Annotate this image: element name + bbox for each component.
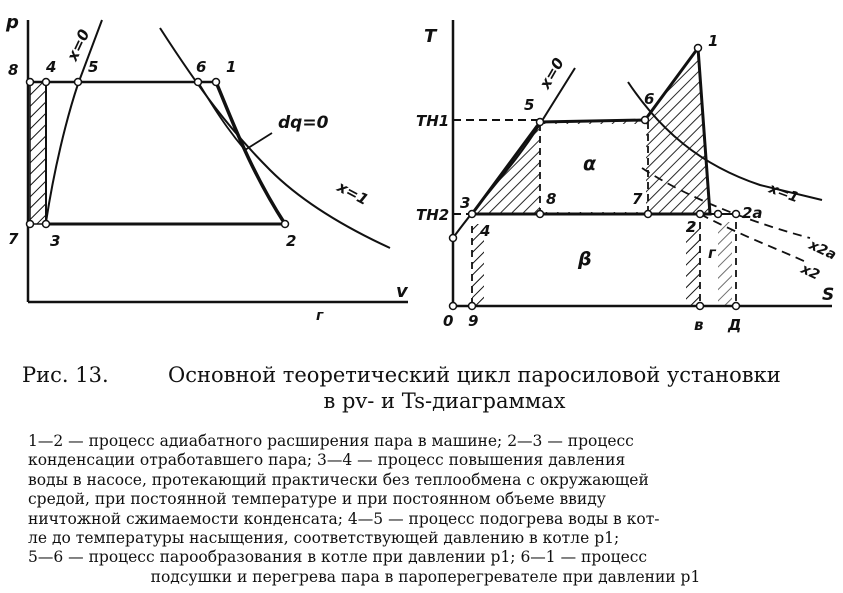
ts-area-alpha-label: α	[583, 153, 597, 175]
ts-curve-x2	[699, 213, 807, 263]
ts-point-9: 9	[468, 312, 478, 330]
legend-line: подсушки и перегрева пара в пароперегрев…	[150, 567, 701, 586]
figure-legend-text: 1—2 — процесс адиабатного расширения пар…	[28, 432, 823, 587]
ts-point-2a: 2a	[742, 204, 763, 222]
ts-level-TH2: TH2	[416, 206, 449, 224]
pv-adiabat-label: dq=0	[278, 113, 329, 133]
ts-point-3: 3	[460, 194, 470, 212]
ts-point-D: Д	[727, 316, 741, 334]
ts-point-1: 1	[708, 32, 718, 50]
ts-point-5: 5	[524, 96, 534, 114]
pv-point-2: 2	[286, 232, 296, 250]
ts-point-v: в	[694, 316, 704, 334]
pv-p-axis-label: p	[5, 12, 19, 33]
pv-curve-x0	[45, 19, 103, 223]
ts-T-axis-label: T	[424, 26, 438, 47]
ts-cycle	[470, 43, 712, 216]
ts-x2a-label: x2a	[805, 237, 838, 264]
ts-point-7: 7	[632, 190, 643, 208]
ts-loss-strip	[718, 222, 732, 306]
pv-point-8: 8	[8, 61, 18, 79]
pv-point-4: 4	[45, 58, 56, 76]
pv-point-7: 7	[8, 230, 19, 248]
legend-line: 5—6 — процесс парообразования в котле пр…	[28, 548, 648, 567]
pv-point-3: 3	[50, 232, 60, 250]
ts-curve-x0	[452, 67, 576, 239]
legend-line: 1—2 — процесс адиабатного расширения пар…	[28, 432, 634, 450]
ts-point-2: 2	[686, 218, 696, 236]
pv-x1-label: x=1	[333, 177, 371, 209]
pv-point-6: 6	[196, 58, 206, 76]
legend-line: средой, при постоянной температуре и при…	[28, 490, 606, 509]
ts-beta-right	[686, 222, 700, 306]
ts-alpha-clear	[540, 124, 646, 212]
ts-diagram: T S x=0 x=1 x2a x2 TH1 TH2 α β	[416, 20, 839, 334]
figure-title-line2: в pv- и Ts-диаграммах	[323, 389, 566, 413]
pv-v-axis-label: v	[396, 281, 409, 302]
figure-caption: Рис. 13. Основной теоретический цикл паро…	[22, 362, 827, 414]
pv-point-1: 1	[226, 58, 236, 76]
pv-adiabat	[197, 81, 273, 152]
pv-expansion-1-2	[214, 81, 287, 225]
legend-line: конденсации отработавшего пара; 3—4 — пр…	[28, 451, 626, 470]
ts-x2-label: x2	[797, 261, 822, 284]
ts-curve-x2a	[641, 167, 811, 239]
ts-level-TH1: TH1	[416, 112, 449, 130]
ts-point-4: 4	[479, 222, 490, 240]
figure-label: Рис. 13.	[22, 363, 109, 387]
legend-line: ле до температуры насыщения, соответству…	[28, 529, 620, 548]
ts-point-g: г	[708, 244, 717, 262]
pv-curve-x1	[159, 27, 391, 249]
ts-x1-label: x=1	[766, 180, 801, 206]
cycle-diagrams: p v г dq=0 x=0 x=1 8 4 5 6 1 7 3 2	[5, 12, 839, 334]
ts-area-beta-label: β	[577, 248, 592, 270]
pv-diagram: p v г dq=0 x=0 x=1 8 4 5 6 1 7 3 2	[5, 12, 409, 324]
pv-pump-work-area	[29, 81, 47, 225]
pv-point-5: 5	[88, 58, 98, 76]
legend-line: воды в насосе, протекающий практически б…	[28, 470, 649, 489]
pv-bottom-mark: г	[316, 308, 324, 324]
ts-curve-x1	[627, 81, 823, 201]
ts-point-6: 6	[644, 90, 654, 108]
ts-beta-left	[472, 224, 484, 306]
legend-line: ничтожной сжимаемости конденсата; 4—5 — …	[28, 509, 660, 528]
ts-s-axis-label: S	[822, 285, 834, 305]
figure-title-line1: Основной теоретический цикл паросиловой …	[168, 363, 781, 387]
ts-point-0: 0	[443, 312, 453, 330]
ts-point-8: 8	[546, 190, 556, 208]
